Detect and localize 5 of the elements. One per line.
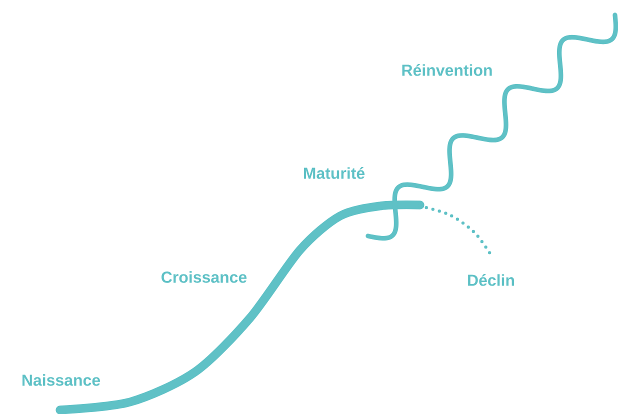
stage-label: Croissance: [162, 271, 247, 283]
stage-label: Déclin: [468, 274, 514, 286]
stage-label: Maturité: [304, 167, 365, 179]
stage-label: Réinvention: [402, 64, 492, 76]
stage-label: Naissance: [22, 374, 100, 386]
